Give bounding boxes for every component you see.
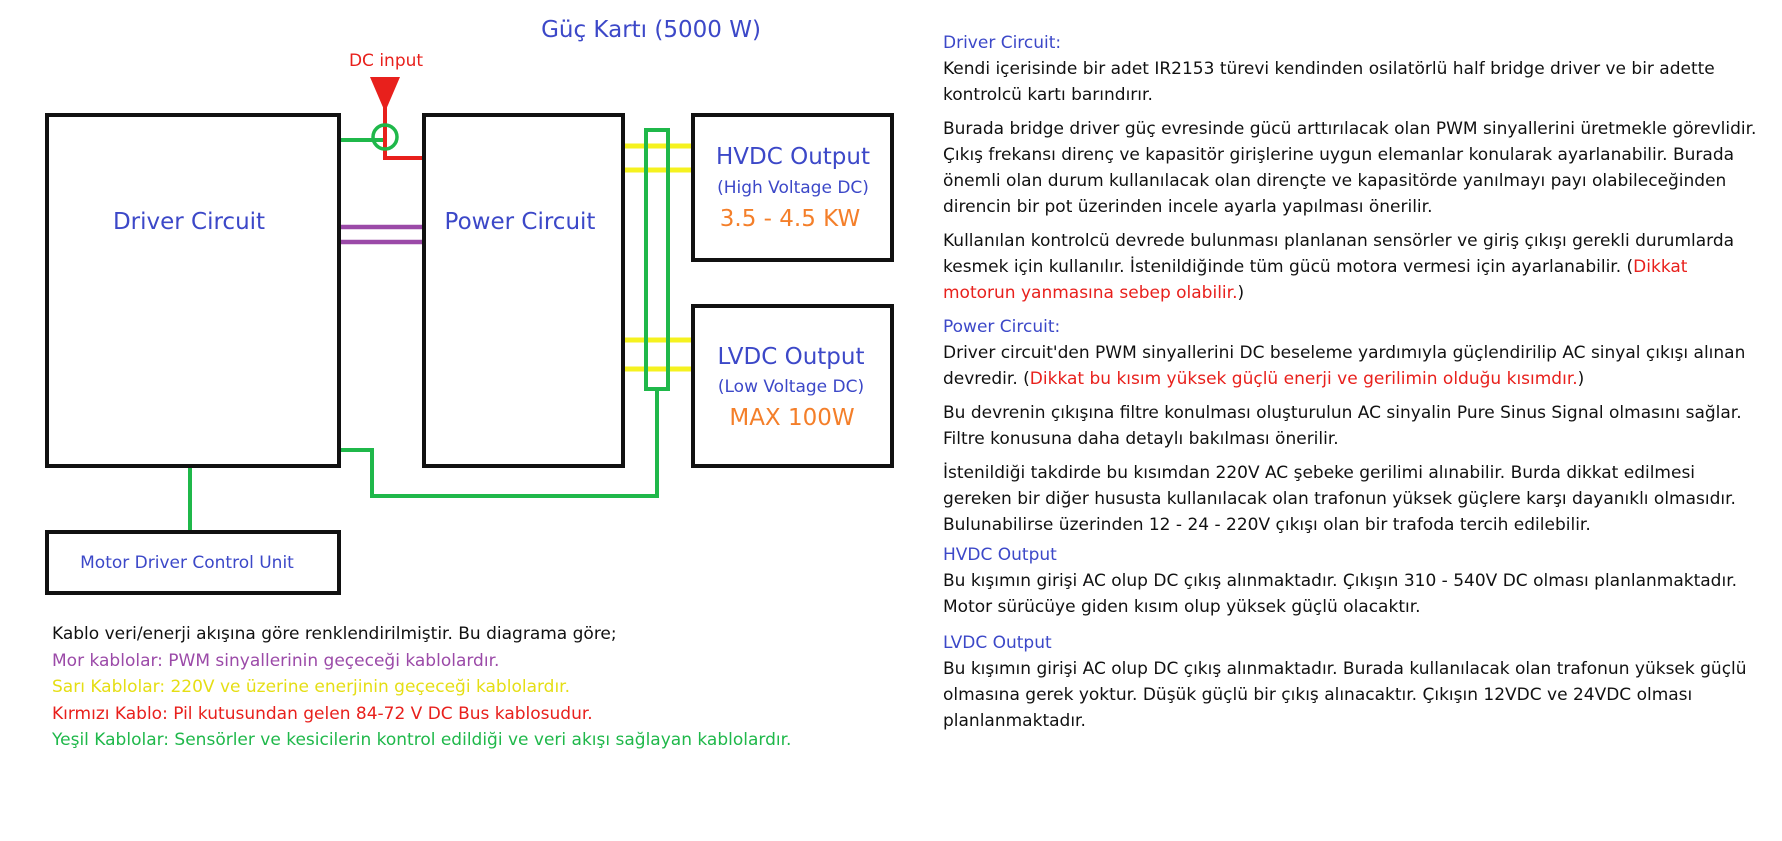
power-p2: Bu devrenin çıkışına filtre konulması ol… <box>943 403 1742 449</box>
driver-circuit-label: Driver Circuit <box>113 209 265 235</box>
diagram-title: Güç Kartı (5000 W) <box>541 17 761 43</box>
hvdc-title: HVDC Output <box>716 144 870 170</box>
description-panel: Driver Circuit: Kendi içerisinde bir ade… <box>943 30 1763 734</box>
lvdc-heading: LVDC Output <box>943 633 1052 653</box>
motor-unit-label: Motor Driver Control Unit <box>80 553 294 573</box>
driver-p1: Kendi içerisinde bir adet IR2153 türevi … <box>943 59 1715 105</box>
dc-input-arrow-icon <box>370 77 400 112</box>
legend-yellow: Sarı Kablolar: 220V ve üzerine enerjinin… <box>52 677 571 697</box>
lvdc-title: LVDC Output <box>718 344 865 370</box>
hvdc-output-box <box>691 113 894 262</box>
driver-circuit-box <box>45 113 341 468</box>
green-feedback-wire <box>340 389 659 498</box>
power-heading: Power Circuit: <box>943 317 1061 337</box>
driver-p3: Kullanılan kontrolcü devrede bulunması p… <box>943 231 1735 303</box>
lvdc-value: MAX 100W <box>729 405 854 431</box>
driver-p2: Burada bridge driver güç evresinde gücü … <box>943 119 1757 217</box>
purple-pwm-wires <box>340 224 425 245</box>
legend-purple: Mor kablolar: PWM sinyallerinin geçeceği… <box>52 650 500 671</box>
power-warning: Dikkat bu kısım yüksek güçlü enerji ve g… <box>1029 369 1578 389</box>
hvdc-value: 3.5 - 4.5 KW <box>720 206 860 232</box>
driver-heading: Driver Circuit: <box>943 33 1062 53</box>
dc-input-label: DC input <box>349 51 423 71</box>
legend-red: Kırmızı Kablo: Pil kutusundan gelen 84-7… <box>52 703 593 724</box>
lvdc-output-box <box>691 304 894 468</box>
power-p1: Driver circuit'den PWM sinyallerini DC b… <box>943 343 1746 389</box>
color-legend: Kablo veri/enerji akışına göre renklendi… <box>52 621 812 754</box>
motor-unit-box <box>45 530 341 595</box>
hvdc-p1: Bu kışımın girişi AC olup DC çıkış alınm… <box>943 571 1738 617</box>
legend-green: Yeşil Kablolar: Sensörler ve kesicilerin… <box>52 730 792 750</box>
lvdc-subtitle: (Low Voltage DC) <box>718 377 864 397</box>
legend-intro: Kablo veri/enerji akışına göre renklendi… <box>52 624 617 644</box>
driver-warning: Dikkat motorun yanmasına sebep olabilir. <box>943 257 1688 303</box>
red-dc-input-wire <box>383 90 425 160</box>
yellow-hvdc-wires <box>623 143 693 173</box>
power-p3: İstenildiği takdirde bu kısımdan 220V AC… <box>943 463 1736 535</box>
hvdc-heading: HVDC Output <box>943 545 1057 565</box>
block-diagram: Güç Kartı (5000 W) DC input Driver Circu… <box>45 17 894 595</box>
dc-input-junction <box>371 123 399 151</box>
power-circuit-label: Power Circuit <box>445 209 596 235</box>
hvdc-subtitle: (High Voltage DC) <box>717 178 869 198</box>
yellow-lvdc-wires <box>623 337 693 372</box>
lvdc-p1: Bu kışımın girişi AC olup DC çıkış alınm… <box>943 659 1747 731</box>
power-circuit-box <box>422 113 625 468</box>
